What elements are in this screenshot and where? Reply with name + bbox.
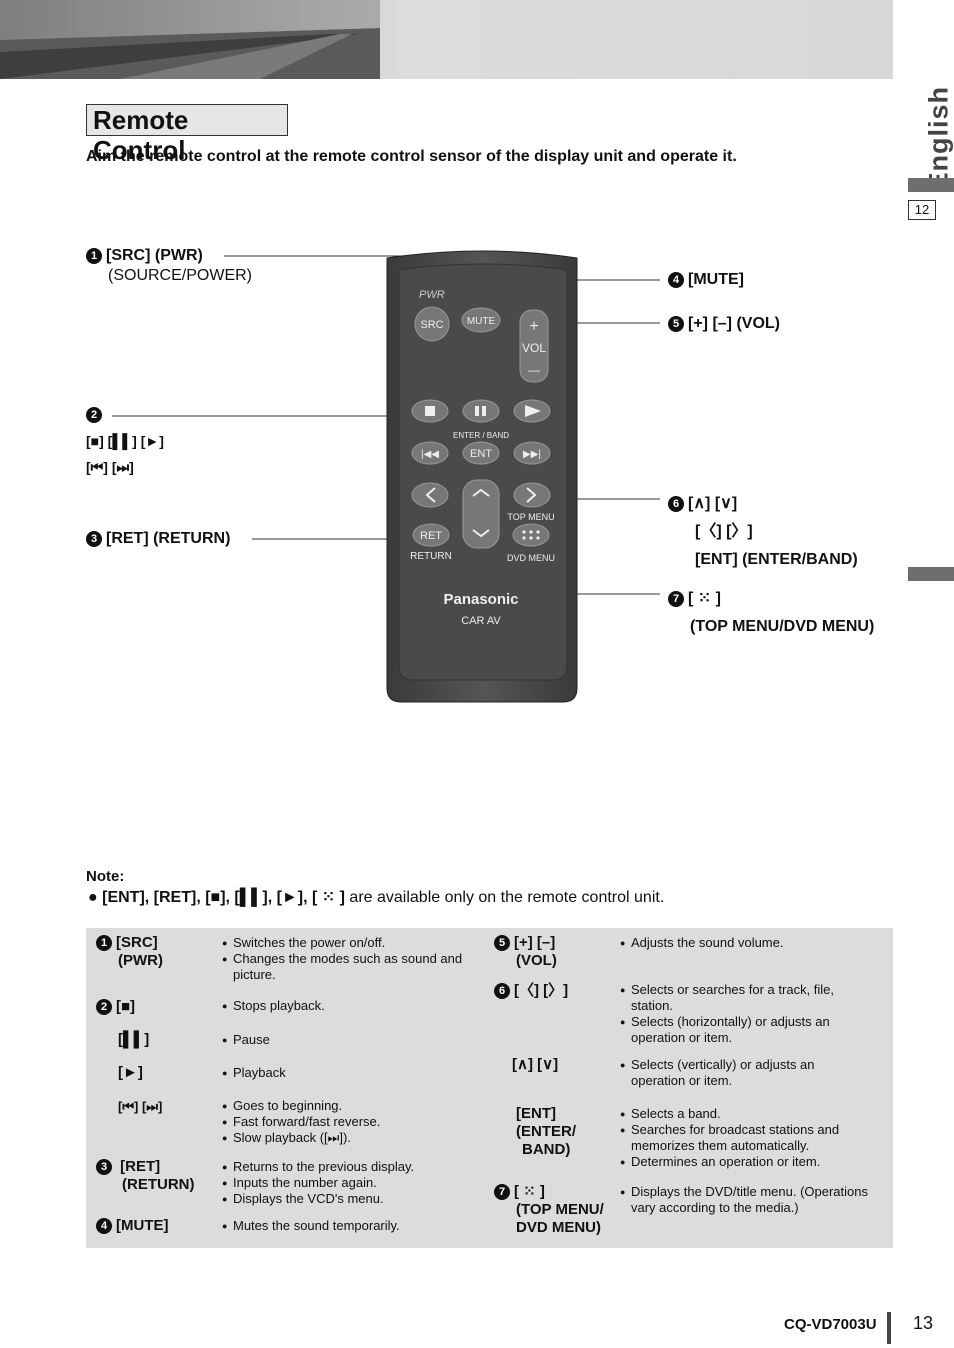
key-stop: 2[■] xyxy=(96,998,135,1016)
number-3-icon: 3 xyxy=(86,531,102,547)
desc-pause: Pause xyxy=(222,1032,472,1048)
callout-vol: 5[+] [–] (VOL) xyxy=(668,314,780,334)
right-arrow-icon xyxy=(526,487,537,503)
down-arrow-icon xyxy=(472,529,490,538)
play-icon xyxy=(525,405,541,417)
note-heading: Note: xyxy=(86,868,125,885)
src-button[interactable]: SRC xyxy=(414,306,450,342)
vol-label: VOL xyxy=(522,341,546,355)
top-menu-label: TOP MENU xyxy=(507,512,554,522)
desc-left-right: Selects or searches for a track, file, s… xyxy=(620,982,870,1046)
ent-label: ENT xyxy=(470,448,492,460)
page-subtitle: Aim the remote control at the remote con… xyxy=(86,148,737,165)
number-2-icon: 2 xyxy=(86,407,102,423)
car-av-label: CAR AV xyxy=(461,615,501,627)
key-ent: [ENT](ENTER/BAND) xyxy=(516,1105,576,1158)
key-vol: 5[+] [–](VOL) xyxy=(494,934,557,970)
number-5-icon: 5 xyxy=(668,316,684,332)
next-icon: ▶▶| xyxy=(523,449,541,460)
callout-mute: 4[MUTE] xyxy=(668,270,744,290)
number-1-icon: 1 xyxy=(86,248,102,264)
key-up-down: [∧] [∨] xyxy=(512,1056,559,1073)
brand-logo: Panasonic xyxy=(443,591,518,608)
pwr-label: PWR xyxy=(419,289,445,301)
key-skip: [⏮] [⏭] xyxy=(118,1099,163,1114)
prev-button[interactable] xyxy=(411,441,449,465)
menu-dots-icon xyxy=(522,530,540,540)
desc-mute: Mutes the sound temporarily. xyxy=(222,1218,472,1234)
number-6-icon: 6 xyxy=(668,496,684,512)
src-label: SRC xyxy=(420,319,443,331)
up-arrow-icon xyxy=(472,488,490,497)
model-number: CQ-VD7003U xyxy=(784,1316,877,1333)
left-button[interactable] xyxy=(411,482,449,508)
key-src: 1[SRC](PWR) xyxy=(96,934,163,970)
key-left-right: 6[〈] [〉] xyxy=(494,982,568,1000)
callout-menu: 7[ ⁙ ] (TOP MENU/DVD MENU) xyxy=(668,585,874,641)
desc-up-down: Selects (vertically) or adjusts an opera… xyxy=(620,1057,870,1089)
dvd-menu-label: DVD MENU xyxy=(507,553,555,563)
vol-plus-icon: + xyxy=(529,318,538,335)
desc-skip: Goes to beginning.Fast forward/fast reve… xyxy=(222,1098,472,1146)
function-table: 1[SRC](PWR) Switches the power on/off.Ch… xyxy=(86,928,893,1248)
callout-cursor: 6[∧] [∨] [〈] [〉] [ENT] (ENTER/BAND) xyxy=(668,490,858,574)
key-pause: [▌▌] xyxy=(118,1031,150,1048)
language-bar xyxy=(908,178,954,192)
prev-icon: |◀◀ xyxy=(421,449,439,460)
page-title: Remote Control xyxy=(86,104,288,165)
header-banner xyxy=(0,0,893,79)
side-marker xyxy=(908,567,954,581)
up-down-rocker[interactable] xyxy=(462,479,500,549)
desc-play: Playback xyxy=(222,1065,472,1081)
ret-button[interactable] xyxy=(412,523,450,547)
key-play: [►] xyxy=(118,1064,143,1081)
enter-band-label: ENTER / BAND xyxy=(453,431,509,440)
vol-rocker[interactable]: + VOL — xyxy=(519,309,549,383)
number-4-icon: 4 xyxy=(668,272,684,288)
desc-vol: Adjusts the sound volume. xyxy=(620,935,880,951)
callout-return: 3[RET] (RETURN) xyxy=(86,529,230,549)
callout-src: 1[SRC] (PWR) (SOURCE/POWER) xyxy=(86,246,252,286)
number-7-icon: 7 xyxy=(668,591,684,607)
footer-divider xyxy=(887,1312,891,1344)
desc-ret: Returns to the previous display.Inputs t… xyxy=(222,1159,472,1207)
vol-minus-icon: — xyxy=(528,363,540,377)
next-button[interactable] xyxy=(513,441,551,465)
right-button[interactable] xyxy=(513,482,551,508)
desc-menu: Displays the DVD/title menu. (Operations… xyxy=(620,1184,880,1216)
desc-stop: Stops playback. xyxy=(222,998,472,1014)
remote-control-image: PWR SRC MUTE + VOL — |◀◀ ENT ▶▶| ENTER /… xyxy=(386,250,578,703)
key-ret: 3 [RET](RETURN) xyxy=(96,1158,195,1194)
menu-button[interactable] xyxy=(512,523,550,547)
desc-src: Switches the power on/off.Changes the mo… xyxy=(222,935,472,983)
key-menu: 7[ ⁙ ](TOP MENU/DVD MENU) xyxy=(494,1183,604,1237)
callout-playback: 2 [■] [▌▌] [►] [⏮] [⏭] xyxy=(86,407,164,475)
ret-label: RET xyxy=(420,530,442,542)
pause-button[interactable] xyxy=(462,399,500,423)
stop-icon xyxy=(425,406,435,416)
mute-button[interactable]: MUTE xyxy=(461,307,501,333)
page-number: 13 xyxy=(913,1313,934,1333)
key-mute: 4[MUTE] xyxy=(96,1217,169,1235)
road-image xyxy=(0,0,380,79)
mute-label: MUTE xyxy=(467,316,496,327)
left-arrow-icon xyxy=(425,487,436,503)
return-label: RETURN xyxy=(410,551,452,562)
desc-ent: Selects a band.Searches for broadcast st… xyxy=(620,1106,870,1170)
pause-icon xyxy=(475,406,479,416)
note-text: ● [ENT], [RET], [■], [▌▌], [►], [ ⁙ ] ar… xyxy=(88,889,665,906)
section-number: 12 xyxy=(908,200,936,220)
ent-button[interactable] xyxy=(462,441,500,465)
